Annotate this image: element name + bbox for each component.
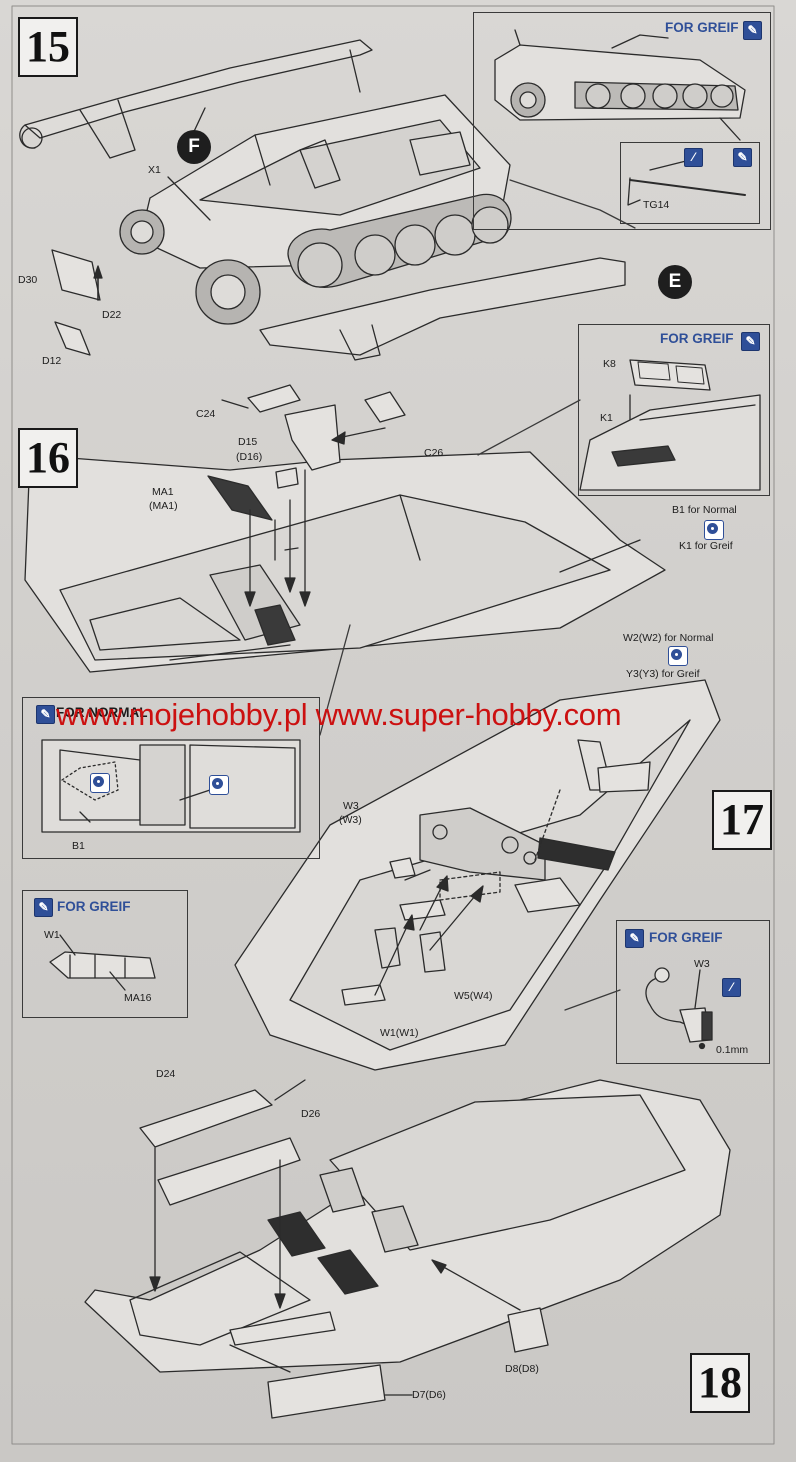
glue-brush-icon: ✎ (733, 148, 752, 167)
part-label-c24: C24 (196, 408, 216, 420)
glue-brush-icon: ✎ (741, 332, 760, 351)
glue-brush-icon: ✎ (625, 929, 644, 948)
option-select-icon (704, 520, 724, 540)
greif-heading-w3: FOR GREIF (649, 930, 723, 945)
watermark-text: www.mojehobby.pl www.super-hobby.com (56, 697, 622, 732)
part-label-b1: B1 (72, 840, 85, 852)
part-label-c26: C26 (424, 447, 444, 459)
step-number-18: 18 (690, 1353, 750, 1413)
part-label-d22: D22 (102, 309, 122, 321)
greif-w3-inset (616, 920, 770, 1064)
greif-vehicle-inset-lines (494, 29, 746, 229)
glue-brush-icon: ✎ (36, 705, 55, 724)
part-thickness-label: 0.1mm (716, 1044, 749, 1056)
part-label-k1: K1 (600, 412, 613, 424)
greif-w1-inset-lines (49, 934, 156, 991)
part-label-ma1-alt: (MA1) (149, 500, 178, 512)
part-label-w1w1: W1(W1) (380, 1027, 419, 1039)
greif-heading-vehicle: FOR GREIF (665, 20, 739, 35)
part-label-tg14: TG14 (643, 199, 670, 211)
part-label-b1-normal: B1 for Normal (672, 504, 737, 516)
part-label-d12: D12 (42, 355, 62, 367)
greif-k8-inset-lines (579, 359, 761, 491)
subassembly-e-marker: E (658, 265, 692, 299)
part-label-ma16: MA16 (124, 992, 152, 1004)
part-label-d30: D30 (18, 274, 38, 286)
greif-w1-inset (22, 890, 188, 1018)
step16-hull-drawing (24, 384, 666, 673)
greif-vehicle-inset (473, 12, 771, 230)
step15-vehicle-drawing (19, 39, 626, 361)
part-label-w5: W5(W4) (454, 990, 493, 1002)
page-frame (11, 5, 775, 1445)
tg14-detail-inset (620, 142, 760, 224)
part-label-w1: W1 (44, 929, 60, 941)
part-label-y3-greif: Y3(Y3) for Greif (626, 668, 700, 680)
greif-k8-inset (578, 324, 770, 496)
part-label-d24: D24 (156, 1068, 176, 1080)
part-label-k1-greif: K1 for Greif (679, 540, 733, 552)
part-label-d26: D26 (301, 1108, 321, 1120)
normal-b1-inset-lines (41, 739, 301, 833)
greif-heading-w1: FOR GREIF (57, 899, 131, 914)
step-number-17: 17 (712, 790, 772, 850)
part-label-k8: K8 (603, 358, 616, 370)
part-label-w3: W3 (343, 800, 359, 812)
part-label-d15: D15 (238, 436, 258, 448)
step17-floor-drawing (234, 624, 721, 1071)
step-number-16: 16 (18, 428, 78, 488)
normal-heading: FOR NORMAL (56, 705, 148, 720)
part-label-w3-greif: W3 (694, 958, 710, 970)
subassembly-f-marker: F (177, 130, 211, 164)
greif-heading-k8: FOR GREIF (660, 331, 734, 346)
part-label-w2-normal: W2(W2) for Normal (623, 632, 714, 644)
option-select-icon (90, 773, 110, 793)
paint-stripe-icon: ⁄ (722, 978, 741, 997)
part-label-d7: D7(D6) (412, 1389, 446, 1401)
step18-upper-hull-drawing (84, 1079, 731, 1419)
greif-w3-inset-lines (645, 967, 713, 1050)
part-label-ma1: MA1 (152, 486, 174, 498)
step-number-15: 15 (18, 17, 78, 77)
paint-stripe-icon: ⁄ (684, 148, 703, 167)
glue-brush-icon: ✎ (743, 21, 762, 40)
part-label-x1: X1 (148, 164, 161, 176)
option-select-icon (209, 775, 229, 795)
part-label-d8: D8(D8) (505, 1363, 539, 1375)
normal-b1-inset (22, 697, 320, 859)
glue-brush-icon: ✎ (34, 898, 53, 917)
part-label-w3-alt: (W3) (339, 814, 362, 826)
part-label-d16: (D16) (236, 451, 263, 463)
option-select-icon (668, 646, 688, 666)
